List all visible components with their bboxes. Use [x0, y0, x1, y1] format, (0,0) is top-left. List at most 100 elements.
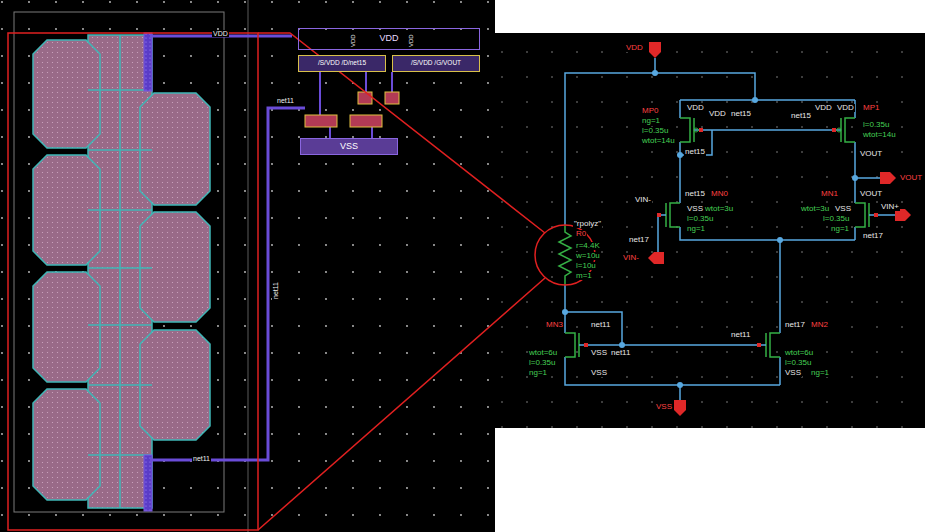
net-label: net11 [730, 331, 751, 339]
node-text: /S/VDD /D/net15 [318, 60, 366, 67]
wire [655, 73, 755, 100]
zoom-frame [8, 33, 258, 530]
node-text: VSS [340, 142, 358, 151]
component-name: MP1 [862, 104, 880, 112]
net-label: VSS [590, 369, 608, 377]
resistor-symbol [559, 225, 571, 285]
instance-cell: /S/VDD /G/VOUT [392, 55, 480, 72]
wire [587, 344, 758, 346]
parameter-label: ng=1 [830, 225, 850, 233]
component-name: MN0 [710, 190, 729, 198]
junction-dot [777, 237, 783, 243]
net-label: net11 [590, 321, 611, 329]
net-label: VSS [686, 205, 704, 213]
parameter-label: w=10u [575, 252, 601, 260]
cell-boundary [14, 12, 224, 512]
net-label: VDD [686, 104, 705, 112]
net-label: VSS [784, 369, 802, 377]
parameter-label: l=0.35u [822, 215, 850, 223]
ground-band: VSS [300, 138, 398, 155]
nmos-symbol [657, 203, 680, 227]
node-text: VDD [379, 34, 398, 43]
wire [877, 214, 895, 216]
junction-dot [562, 309, 568, 315]
net-label: VDD [708, 110, 727, 118]
wire [702, 129, 833, 131]
junction-dot [752, 97, 758, 103]
supply-band: VDD [298, 28, 480, 50]
parameter-label: wtot=14u [862, 131, 897, 139]
wire [855, 177, 880, 179]
schematic-ground [495, 33, 925, 428]
contact-strip [144, 455, 152, 511]
net-label: net17 [784, 321, 806, 329]
junction-dot [852, 175, 858, 181]
zoom-line [258, 33, 545, 530]
net-label: VIN+ [880, 203, 900, 211]
net-label: "rpolyz" [573, 220, 602, 228]
device-cell [350, 115, 382, 127]
wire [779, 240, 781, 385]
component-name: R0 [575, 230, 587, 238]
poly-bend [33, 272, 100, 382]
net-label: VOUT [859, 190, 883, 198]
component-name: MN3 [545, 321, 564, 329]
contact-strip [144, 33, 152, 91]
pmos-bubble [837, 128, 841, 132]
net-label: VSS [834, 205, 852, 213]
poly-bend [33, 389, 100, 500]
net-label: VDD [836, 104, 855, 112]
net-label: net17 [628, 236, 650, 244]
component-name: VDD [625, 44, 644, 52]
parameter-label: l=0.35u [528, 359, 556, 367]
parameter-label: l=0.35u [862, 121, 890, 129]
device-cell [305, 115, 337, 127]
device-cell [385, 92, 399, 104]
pmos-symbol [832, 118, 855, 142]
net-label: net17 [862, 232, 884, 240]
net-label: net11 [276, 97, 295, 104]
net-label: net11 [272, 281, 279, 300]
parameter-label: wtot=6u [528, 349, 558, 357]
poly-bend [140, 212, 210, 322]
net-label: VSS [590, 349, 608, 357]
poly-bend [33, 40, 100, 148]
parameter-label: r=4.4K [575, 242, 601, 250]
node-text: /S/VDD /G/VOUT [411, 60, 461, 67]
net-label: VOUT [859, 150, 883, 158]
parameter-label: wtot=14u [641, 137, 676, 145]
net-label: net11 [610, 349, 631, 357]
net-label: net15 [684, 190, 706, 198]
pins [648, 42, 911, 416]
net-label: VDD [408, 33, 414, 48]
component-name: VOUT [899, 174, 923, 182]
wire [854, 100, 856, 240]
layout-ground [0, 0, 495, 532]
component-name: VSS [655, 403, 673, 411]
parameter-label: l=0.35u [641, 127, 669, 135]
device-cell [358, 92, 372, 104]
junction-dot [677, 152, 683, 158]
parameter-label: m=1 [575, 272, 593, 280]
schematic-grid [495, 33, 925, 428]
component-name: MP0 [641, 107, 659, 115]
parameter-label: l=0.35u [686, 215, 714, 223]
junction-dot [652, 70, 658, 76]
cell-boundary [248, 0, 249, 532]
wire [680, 100, 855, 240]
net-label: net15 [790, 112, 812, 120]
junction-dot [619, 342, 625, 348]
nmos-symbol [565, 333, 588, 357]
pmos-bubble [694, 128, 698, 132]
parameter-label: l=10u [575, 262, 597, 270]
parameter-label: ng=1 [810, 369, 830, 377]
component-name: VIN- [622, 254, 640, 262]
nmos-symbol [855, 203, 878, 227]
junction-dots [562, 70, 858, 388]
wire [657, 215, 659, 252]
component-name: MN2 [810, 321, 829, 329]
metal-wire [150, 108, 305, 460]
